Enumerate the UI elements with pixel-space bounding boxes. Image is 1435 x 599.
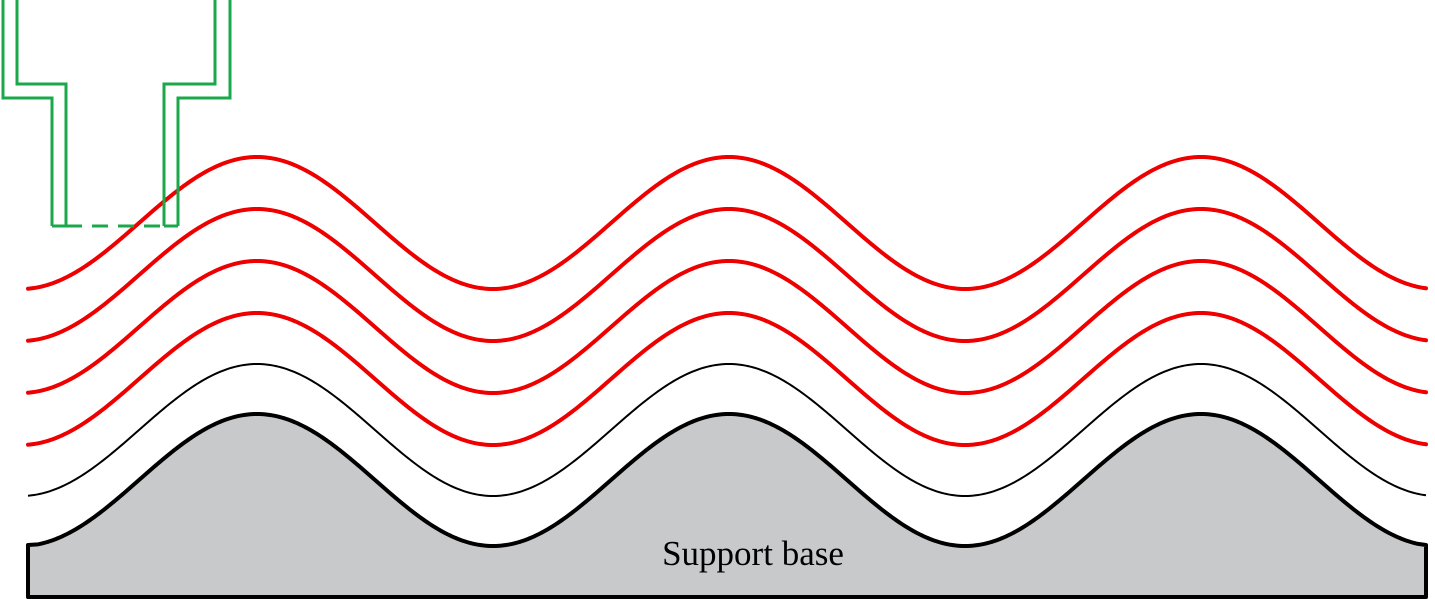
support-base-label: Support base <box>662 534 844 573</box>
deposited-layers <box>26 155 1428 447</box>
nozzle-outer-outline <box>1 0 54 226</box>
deposited-layer-line <box>26 155 1428 291</box>
deposited-layer-line <box>26 259 1428 395</box>
nozzle-inner-outline <box>15 0 68 226</box>
deposited-layer-line <box>26 207 1428 343</box>
nozzle-inner-outline-right <box>162 0 217 226</box>
nozzle <box>1 0 232 228</box>
first-layer-line <box>27 363 1427 497</box>
support-base <box>26 412 1428 599</box>
nozzle-outer-outline-right <box>176 0 232 226</box>
deposited-layer-line <box>26 311 1428 447</box>
